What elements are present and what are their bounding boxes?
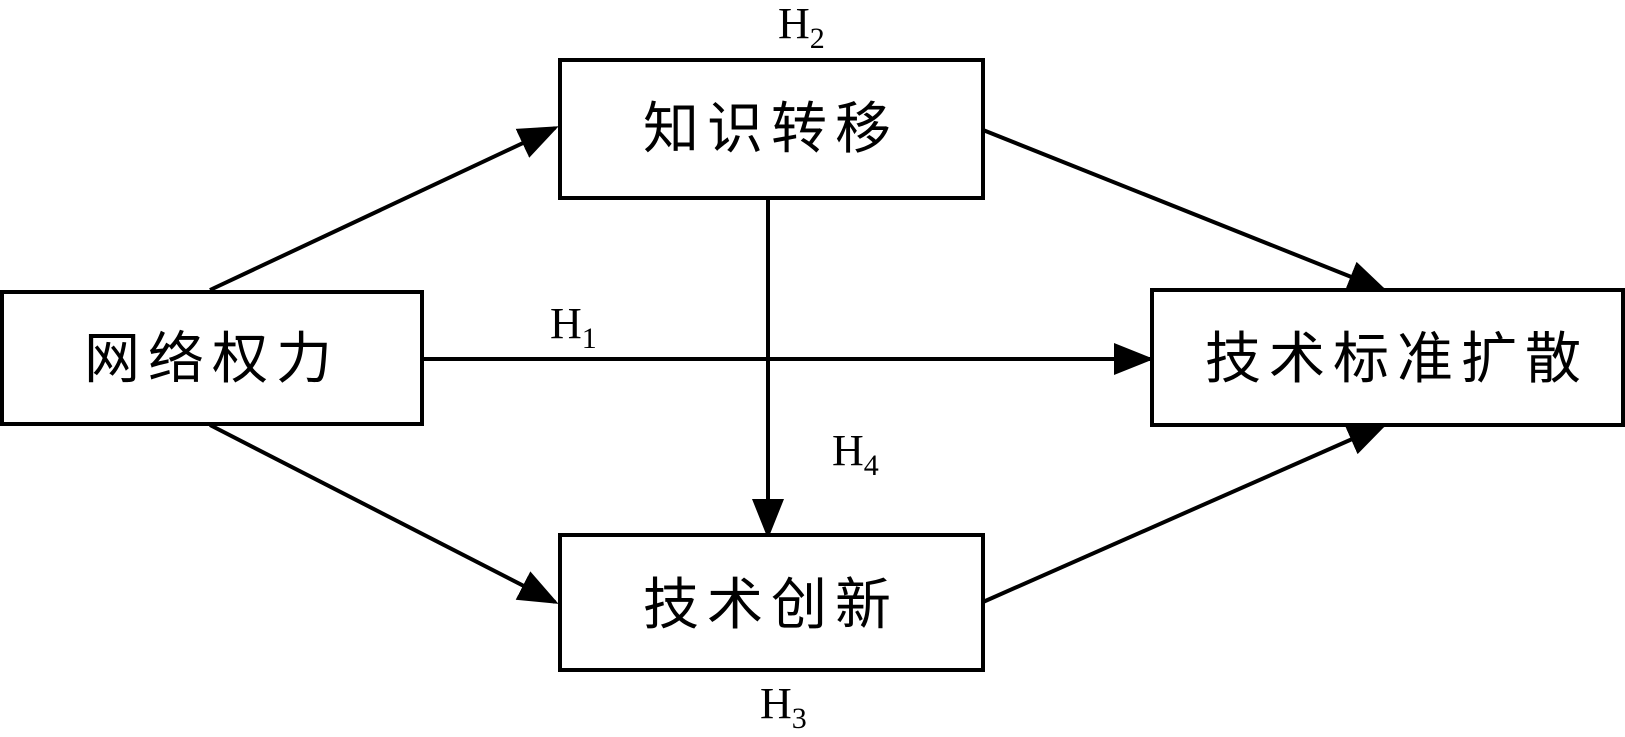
edge-tech-innovation-to-tech-standard-diffusion: [982, 423, 1388, 604]
edge-network-power-to-tech-innovation: [209, 423, 559, 604]
node-network-power-label: 网络权力: [84, 327, 340, 392]
edge-network-power-to-knowledge-transfer: [209, 126, 559, 292]
node-tech-innovation-label: 技术创新: [643, 573, 899, 638]
hypothesis-h2-label: H2: [778, 0, 825, 55]
node-tech-standard-diffusion-label: 技术标准扩散: [1205, 327, 1589, 392]
node-knowledge-transfer-label: 知识转移: [643, 97, 899, 162]
edge-knowledge-transfer-to-tech-standard-diffusion: [982, 128, 1388, 292]
node-tech-innovation-box: [558, 533, 985, 672]
hypothesis-h3-label: H3: [760, 679, 807, 735]
hypothesis-h1-label: H1: [550, 299, 597, 355]
hypothesis-h4-label: H4: [832, 426, 879, 482]
node-knowledge-transfer-box: [558, 58, 985, 200]
node-network-power-box: [0, 290, 424, 426]
node-tech-standard-diffusion-box: [1150, 288, 1625, 427]
